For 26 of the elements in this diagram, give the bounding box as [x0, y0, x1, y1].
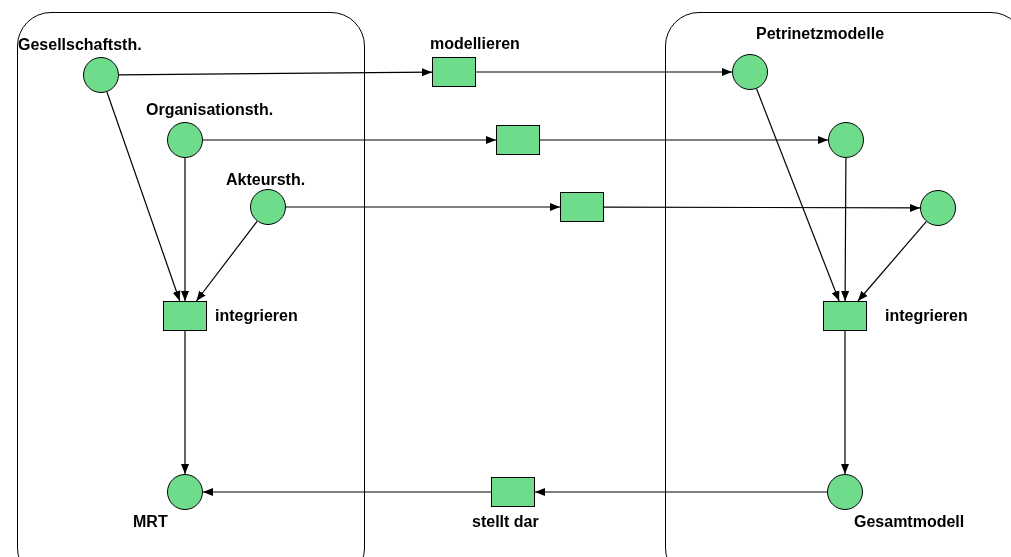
node-label: Gesamtmodell: [854, 512, 965, 532]
arrow: [857, 221, 927, 302]
arrow: [841, 157, 850, 302]
arrow: [534, 488, 828, 496]
arrow: [195, 220, 258, 302]
arrow: [181, 157, 189, 302]
arrow: [181, 330, 189, 475]
node-label: MRT: [133, 512, 168, 532]
arrow: [106, 91, 181, 302]
arrow: [118, 68, 433, 77]
arrow: [539, 136, 829, 144]
node-label: modellieren: [430, 34, 520, 54]
arrow: [475, 68, 733, 76]
arrow: [202, 488, 492, 496]
node-label: stellt dar: [472, 512, 539, 532]
node-label: Gesellschaftsth.: [18, 35, 142, 55]
arrow: [285, 203, 561, 211]
arrow: [755, 88, 840, 302]
node-label: integrieren: [885, 306, 968, 326]
arrow: [202, 136, 497, 144]
arrow: [603, 203, 921, 212]
node-label: Petrinetzmodelle: [756, 24, 885, 44]
node-label: integrieren: [215, 306, 298, 326]
node-label: Organisationsth.: [146, 100, 274, 120]
node-label: Akteursth.: [226, 170, 306, 190]
arrow: [841, 330, 849, 475]
